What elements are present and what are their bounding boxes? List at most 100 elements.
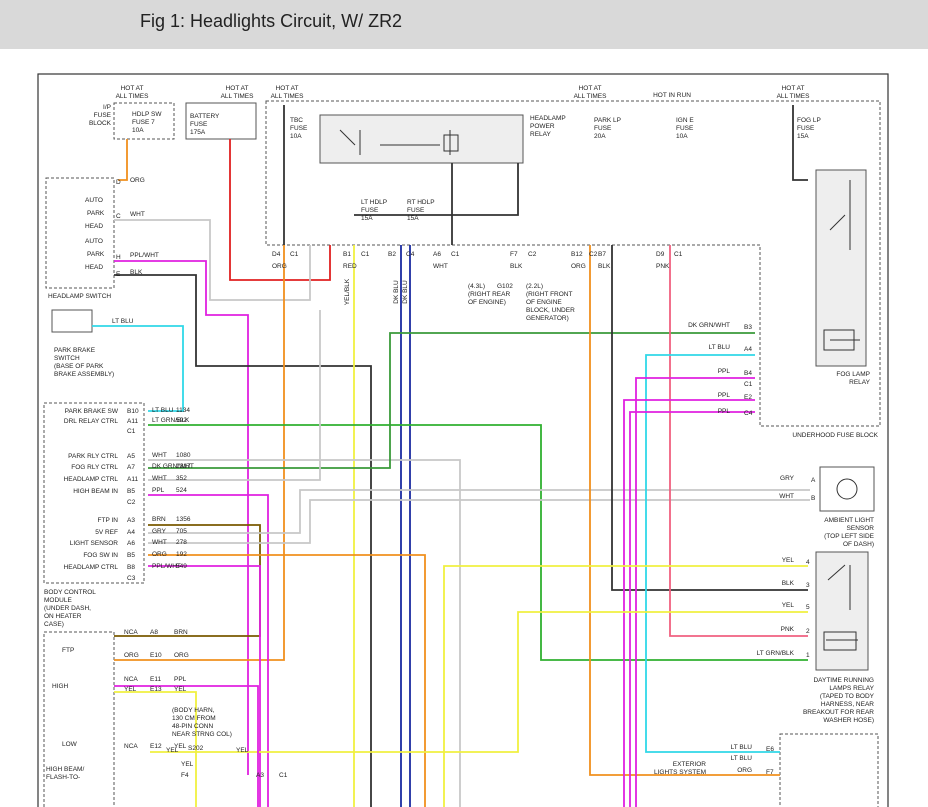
wire-black-switch-e xyxy=(114,274,372,807)
hb-wire-4: YEL xyxy=(174,743,187,750)
top-wire-D4: ORG xyxy=(272,263,287,270)
bcm-row-wire-9: GRY xyxy=(152,528,167,535)
hb-wire-0: BRN xyxy=(174,629,188,636)
bcm-row-wire-8: BRN xyxy=(152,516,166,523)
wire-cyan-a4 xyxy=(645,354,780,753)
top-sub-D4: C1 xyxy=(290,251,299,258)
top-pin-B2: B2 xyxy=(388,251,396,258)
wire-magenta-hb xyxy=(114,685,259,807)
bcm-row-wire-6: PPL xyxy=(152,487,165,494)
wire-orange-hdlp xyxy=(118,139,128,181)
bcm-row-wire-5: WHT xyxy=(152,475,167,482)
bcm-row-circuit-12: 549 xyxy=(176,563,187,570)
sw-auto-1: AUTO xyxy=(85,197,103,204)
hs-wire-H: PPL/WHT xyxy=(130,252,159,259)
hb-conn-1: E10 xyxy=(150,652,162,659)
bcm-row-pin-13: C3 xyxy=(127,575,136,582)
figure-title: Fig 1: Headlights Circuit, W/ ZR2 xyxy=(140,11,403,31)
top-wire-B1: RED xyxy=(343,263,357,270)
drl-relay-switch xyxy=(826,564,858,641)
s202-down-wire: YEL xyxy=(181,761,194,768)
hs-pin-D: D xyxy=(116,179,121,186)
wire-dkgreen-a7 xyxy=(148,332,755,469)
wire-black-fogfuse xyxy=(792,105,808,181)
bcm-row-pin-2: C1 xyxy=(127,428,136,435)
bcm-row-circuit-4: 1317 xyxy=(176,463,191,470)
wire-white-a5 xyxy=(148,459,461,807)
bcm-row-pin-8: A3 xyxy=(127,517,135,524)
drl-wire-3: BLK xyxy=(782,580,795,587)
bcm-row-pin-3: A5 xyxy=(127,453,135,460)
top-pin-F7: F7 xyxy=(510,251,518,258)
high-label: HIGH xyxy=(52,683,69,690)
s202-c1: C1 xyxy=(279,772,288,779)
figure-header: Fig 1: Headlights Circuit, W/ ZR2 xyxy=(0,0,928,49)
bcm-row-pin-12: B8 xyxy=(127,564,135,571)
top-pin-B12: B12 xyxy=(571,251,583,258)
park-brake-wire: LT BLU xyxy=(112,318,134,325)
bcm-row-wire-0: LT BLU xyxy=(152,407,174,414)
wire-black-relay-feed xyxy=(354,163,519,216)
wire-magenta-b4 xyxy=(635,377,755,807)
bcm-row-wire-12: PPL/WHT xyxy=(152,563,181,570)
bcm-row-pin-4: A7 xyxy=(127,464,135,471)
bcm-row-circuit-9: 705 xyxy=(176,528,187,535)
hs-pin-E: E xyxy=(116,271,121,278)
sw-head-1: HEAD xyxy=(85,223,103,230)
fog-pin-3: C1 xyxy=(744,381,753,388)
top-sub-B2: C4 xyxy=(406,251,415,258)
bcm-row-wire-10: WHT xyxy=(152,539,167,546)
bcm-row-label-4: FOG RLY CTRL xyxy=(71,464,118,471)
bcm-row-label-0: PARK BRAKE SW xyxy=(65,408,119,415)
fog-pin-4: E2 xyxy=(744,394,752,401)
bcm-row-pin-0: B10 xyxy=(127,408,139,415)
fog-relay-coil xyxy=(823,329,855,351)
ext-wire-1: LT BLU xyxy=(731,755,753,762)
bcm-row-circuit-0: 1134 xyxy=(176,407,190,414)
drl-pin-4: 4 xyxy=(806,559,810,566)
bcm-row-label-5: HEADLAMP CTRL xyxy=(64,476,119,483)
top-pin-D9: D9 xyxy=(656,251,665,258)
top-sub-B1: C1 xyxy=(361,251,370,258)
bcm-row-circuit-5: 352 xyxy=(176,475,187,482)
bcm-row-wire-11: ORG xyxy=(152,551,167,558)
top-wire-B7: BLK xyxy=(598,263,611,270)
vert-wire-1: DK BLU xyxy=(393,280,400,304)
hb-wire-2: PPL xyxy=(174,676,187,683)
top-wire-D9: PNK xyxy=(656,263,670,270)
drl-wire-5: YEL xyxy=(782,602,795,609)
ext-wire-2: ORG xyxy=(737,767,752,774)
hb-conn-3: E13 xyxy=(150,686,162,693)
s202-a3: A3 xyxy=(256,772,264,779)
top-wire-F7: BLK xyxy=(510,263,523,270)
park-brake-switch-box xyxy=(51,309,93,333)
top-sub-B12: C2 xyxy=(589,251,598,258)
bcm-row-circuit-11: 192 xyxy=(176,551,187,558)
drl-pin-5: 5 xyxy=(806,604,810,611)
fog-wire-1: LT BLU xyxy=(709,344,731,351)
top-sub-A6: C1 xyxy=(451,251,460,258)
hb-switch-box xyxy=(43,631,115,807)
top-pin-D4: D4 xyxy=(272,251,281,258)
headlamp-switch-label: HEADLAMP SWITCH xyxy=(48,293,111,300)
wire-black-b7 xyxy=(611,245,808,591)
wire-yellow-drl5 xyxy=(150,611,808,753)
exterior-lights-box xyxy=(779,733,879,807)
bcm-row-circuit-1: 592 xyxy=(176,417,187,424)
drl-relay-coil xyxy=(823,631,857,651)
diagram-frame xyxy=(37,73,889,807)
sw-park-2: PARK xyxy=(87,251,105,258)
hb-wire-3: YEL xyxy=(174,686,187,693)
hs-wire-D: ORG xyxy=(130,177,145,184)
bcm-row-circuit-8: 1356 xyxy=(176,516,191,523)
bcm-box xyxy=(43,402,145,584)
wire-green-drl xyxy=(148,424,808,661)
bcm-row-pin-5: A11 xyxy=(127,476,138,483)
